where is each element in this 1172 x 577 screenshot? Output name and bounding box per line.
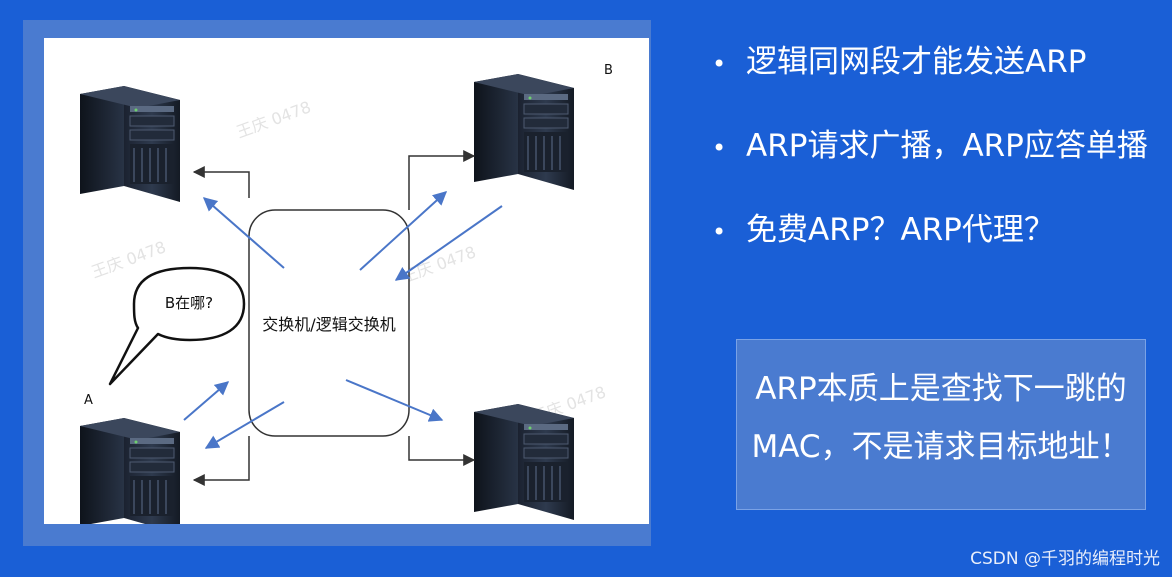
speech-bubble [108,266,246,386]
label-b: B [604,63,613,78]
callout-line-2: MAC，不是请求目标地址！ [751,429,1131,465]
bullet-dot-icon: • [712,218,727,246]
connector-bottom-left [192,436,250,486]
bullet-dot-icon: • [712,134,727,162]
arp-arrow-switch-to-top-left [202,197,285,269]
callout-box: ARP本质上是查找下一跳的 MAC，不是请求目标地址！ [736,339,1146,510]
arp-arrow-a-to-switch [183,381,230,421]
network-diagram: 王庆 0478 王庆 0478 王庆 0478 王庆 0478 王庆 0478 … [79,63,613,524]
arp-arrow-switch-to-a [204,401,285,449]
watermark: 王庆 0478 [399,242,479,286]
connector-top-right [408,150,476,210]
diagram-panel: 王庆 0478 王庆 0478 王庆 0478 王庆 0478 王庆 0478 … [44,38,649,524]
bubble-text: B在哪? [165,294,213,312]
server-a [79,417,181,524]
bullet-item: • 逻辑同网段才能发送ARP [712,42,1086,84]
watermark: 王庆 0478 [234,97,314,141]
label-a: A [84,393,93,408]
bullet-item: • ARP请求广播，ARP应答单播 [712,126,1148,168]
switch-label: 交换机/逻辑交换机 [262,315,395,334]
server-top-left [79,85,181,203]
server-b [473,73,575,191]
bullet-item: • 免费ARP？ARP代理？ [712,210,1055,252]
bullet-text: 免费ARP？ARP代理？ [746,212,1055,248]
server-bottom-right [473,403,575,521]
bullet-text: ARP请求广播，ARP应答单播 [746,128,1148,164]
arp-arrow-switch-to-bottom-right [345,379,444,422]
bullet-text: 逻辑同网段才能发送ARP [746,44,1087,80]
callout-line-1: ARP本质上是查找下一跳的 [755,371,1127,407]
arp-arrow-b-to-switch [394,205,503,281]
switch-box [248,209,410,437]
arp-arrow-switch-to-b [359,191,448,271]
footer-credit: CSDN @千羽的编程时光 [970,549,1160,569]
bullet-dot-icon: • [712,50,727,78]
connector-bottom-right [408,436,476,466]
connector-top-left [192,166,250,198]
